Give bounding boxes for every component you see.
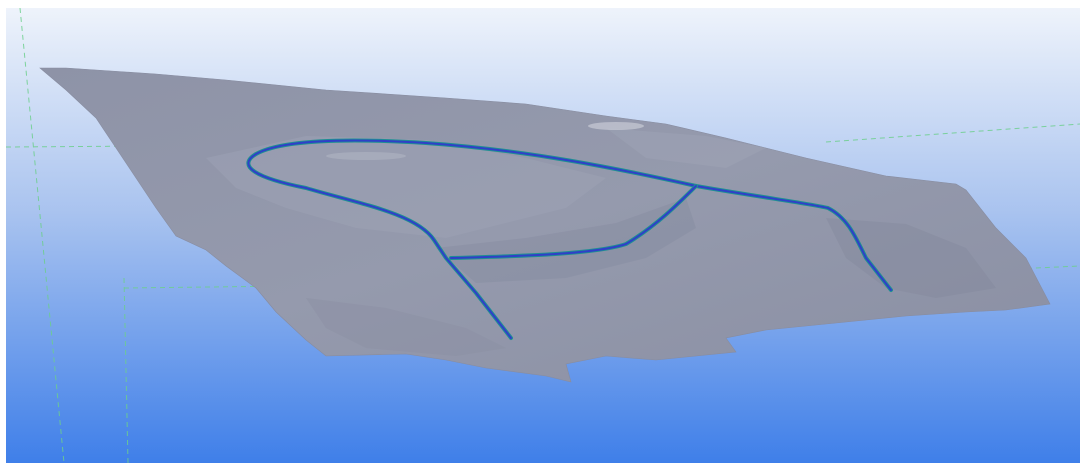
3d-viewport[interactable] xyxy=(6,8,1080,463)
road-connector-centerline xyxy=(450,185,697,259)
terrain-surface xyxy=(39,67,1051,383)
terrain-highlight-basin xyxy=(326,152,406,160)
terrain-facet-front xyxy=(306,298,506,356)
grid-line-front-vertical xyxy=(123,277,129,463)
terrain-facet-right-slope xyxy=(826,218,996,298)
grid-line-left-vertical xyxy=(19,8,65,463)
terrain-facet-basin xyxy=(206,136,606,238)
terrain-facet-ridge xyxy=(606,128,766,168)
terrain-highlight-ridge xyxy=(588,122,644,130)
grid-line-right-horizontal xyxy=(825,123,1080,143)
terrain-scene xyxy=(6,8,1080,463)
road-alignment xyxy=(246,138,893,340)
terrain-facet-valley xyxy=(436,198,696,283)
road-mainline-centerline xyxy=(247,139,892,339)
